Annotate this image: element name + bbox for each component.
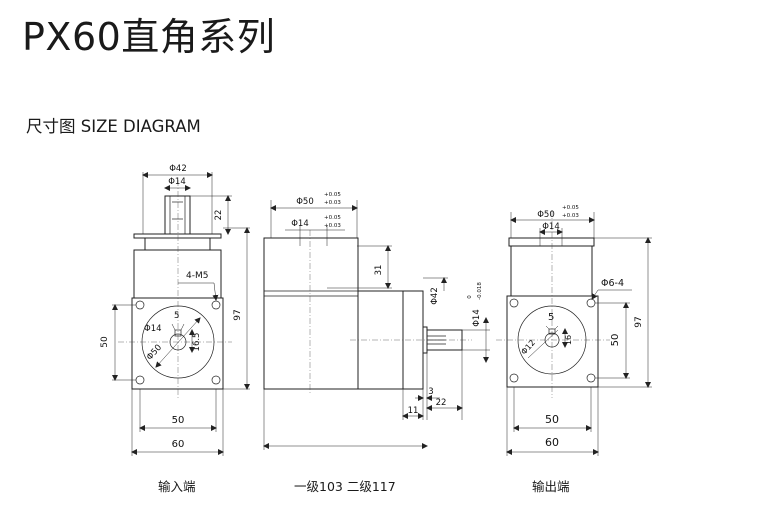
dim-50: 50 — [172, 415, 185, 426]
dim-phi14: Φ14 — [291, 219, 309, 229]
dim-60: 60 — [172, 439, 185, 450]
caption-output-end: 输出端 — [532, 479, 570, 494]
side-view: Φ50 +0.05 +0.03 Φ14 +0.05 +0.03 31 Φ42 Φ… — [263, 192, 490, 450]
caption-input-end: 输入端 — [158, 479, 196, 494]
tol-phi50-upper: +0.05 — [324, 192, 341, 198]
key-5: 5 — [174, 311, 179, 321]
dim-97: 97 — [634, 316, 644, 327]
dim-22: 22 — [436, 398, 447, 408]
tol-phi50-lower: +0.03 — [562, 213, 579, 219]
tol-phi14-upper: +0.05 — [324, 215, 341, 221]
tol-phi14-lower: +0.03 — [324, 223, 341, 229]
dim-97: 97 — [233, 309, 243, 320]
dim-31: 31 — [374, 265, 384, 276]
dim-phi14: Φ14 — [168, 177, 186, 187]
dim-phi50: Φ50 — [296, 197, 314, 207]
dim-50-side: 50 — [610, 334, 621, 347]
dim-3: 3 — [428, 387, 433, 397]
shaft-phi14: Φ14 — [472, 309, 482, 327]
dim-phi42: Φ42 — [430, 287, 440, 305]
bore-16-5: 16.5 — [192, 333, 202, 352]
input-end-view: Φ42 Φ14 22 4-M5 97 50 Φ14 5 16.5 Φ50 50 … — [100, 164, 250, 456]
dim-22: 22 — [214, 210, 224, 221]
caption-stage-lengths: 一级103 二级117 — [294, 479, 396, 494]
dim-11: 11 — [408, 406, 419, 416]
page-title: PX60直角系列 — [22, 15, 276, 59]
holes-phi6-4: Φ6-4 — [601, 278, 624, 289]
dim-60: 60 — [545, 436, 559, 449]
key-5: 5 — [548, 312, 554, 323]
dim-phi50: Φ50 — [537, 210, 555, 220]
tol-phi50-upper: +0.05 — [562, 205, 579, 211]
dim-phi42: Φ42 — [169, 164, 187, 174]
shaft-tol-lower: -0.018 — [477, 282, 483, 300]
page-subtitle: 尺寸图 SIZE DIAGRAM — [26, 117, 201, 136]
holes-4-m5: 4-M5 — [186, 271, 208, 281]
dim-50-side: 50 — [100, 336, 110, 348]
dim-50: 50 — [545, 413, 559, 426]
shaft-tol-upper: 0 — [467, 295, 473, 299]
bore-16: 16 — [564, 335, 573, 345]
dim-phi14: Φ14 — [542, 222, 560, 232]
bore-phi14: Φ14 — [144, 324, 162, 334]
tol-phi50-lower: +0.03 — [324, 200, 341, 206]
output-end-view: Φ50 +0.05 +0.03 Φ14 Φ6-4 97 50 5 Φ12 16 … — [496, 205, 652, 456]
